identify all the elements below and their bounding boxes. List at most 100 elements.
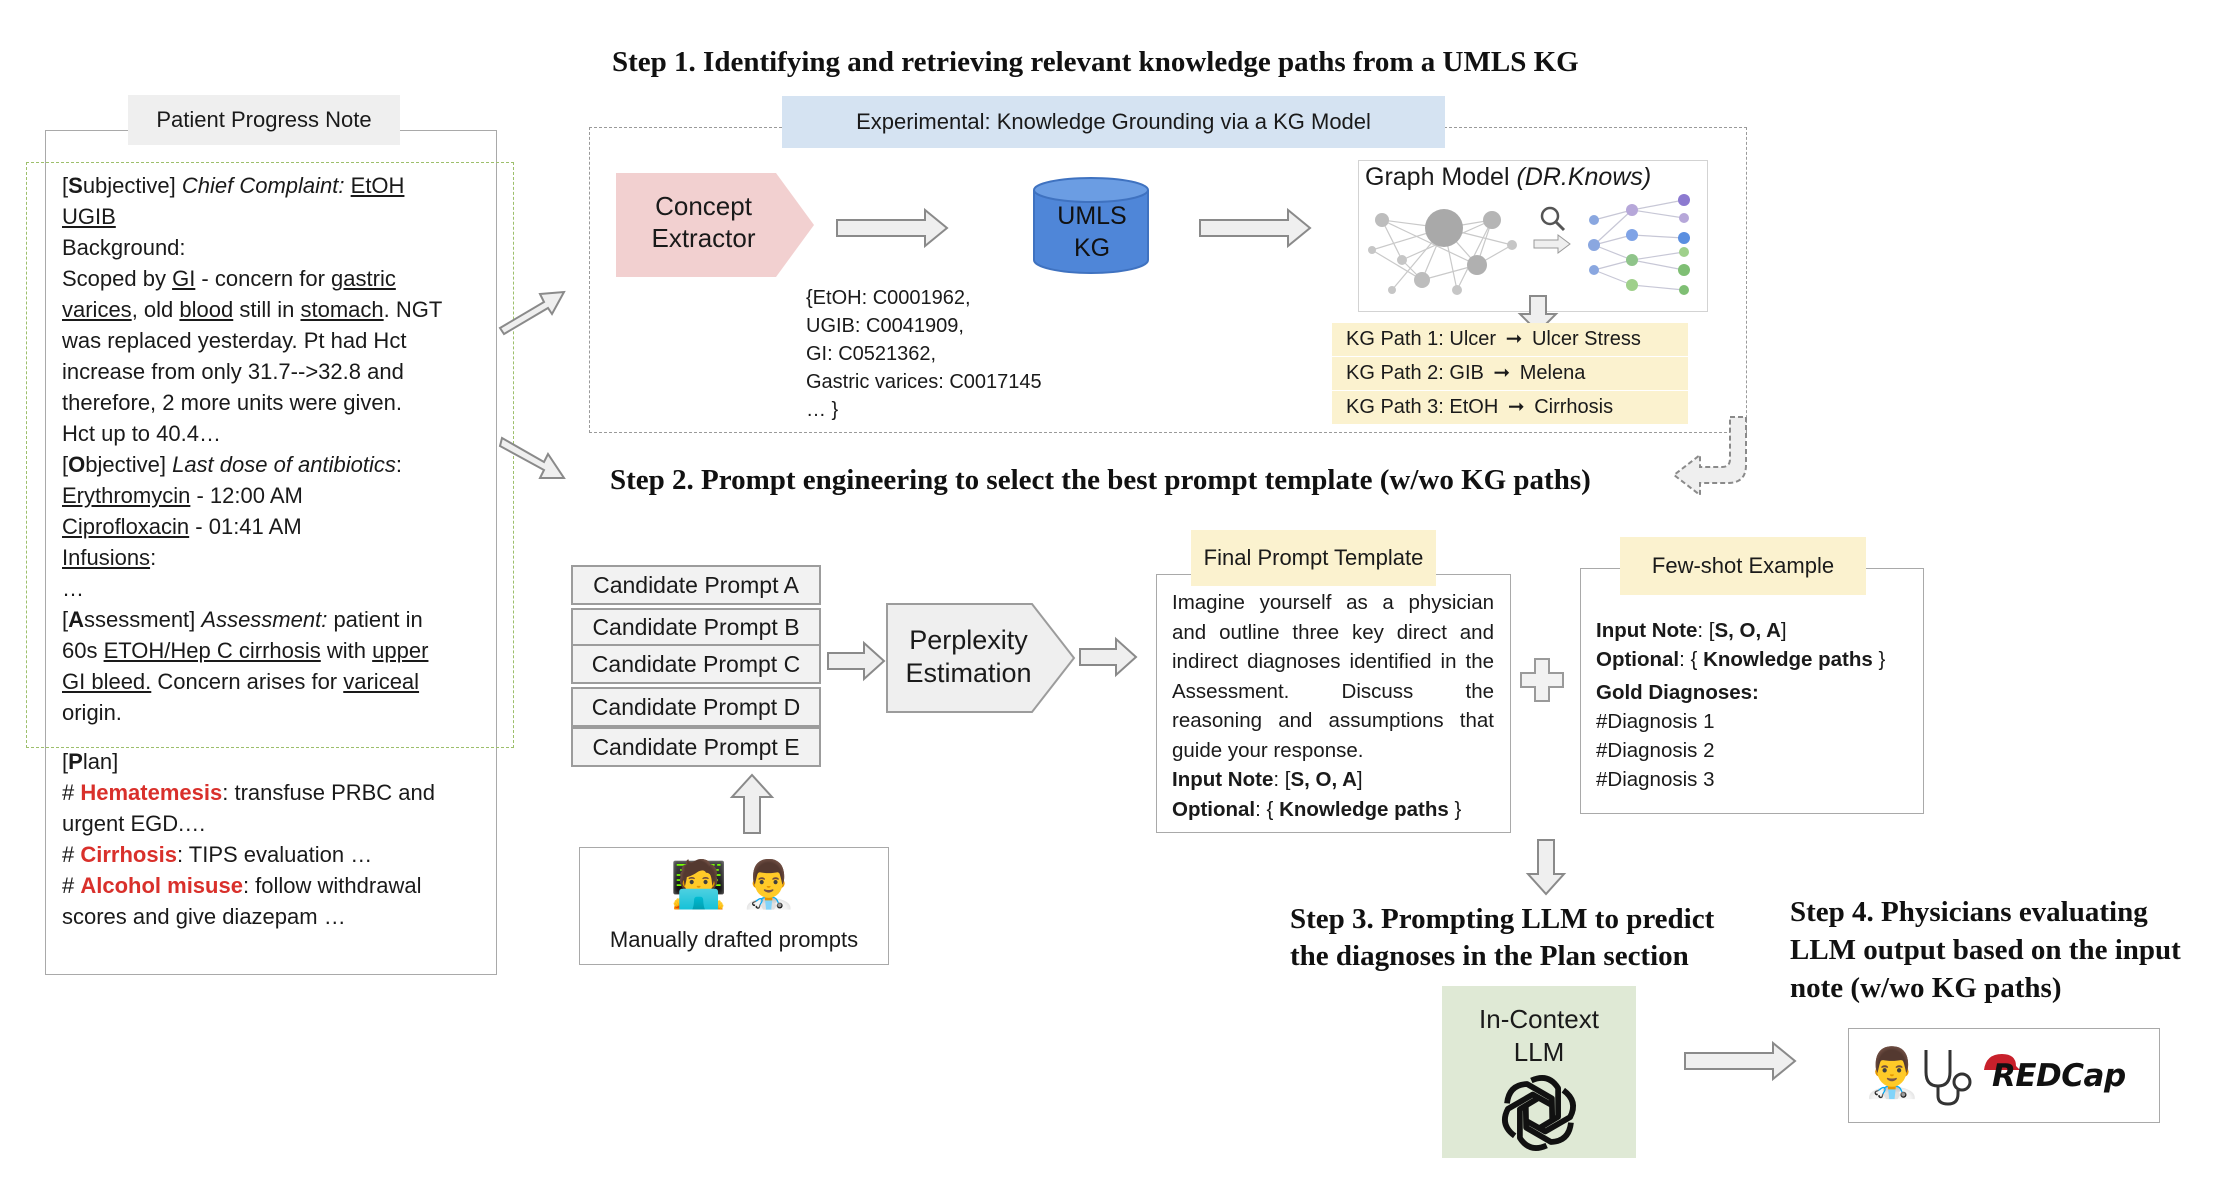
in-context-llm-label: In-Context LLM: [1442, 1003, 1636, 1069]
concept-ciprofloxacin: Ciprofloxacin: [62, 514, 190, 539]
input-note-label: Input Note: [1172, 768, 1274, 791]
concept-infusions: Infusions: [62, 545, 151, 570]
text: #: [62, 780, 81, 805]
input-note-label: Input Note: [1596, 619, 1698, 642]
arrow-llm-to-evaluation: [1684, 1040, 1797, 1082]
step1-title: Step 1. Identifying and retrieving relev…: [612, 46, 1579, 78]
concept-gi: GI: [172, 266, 196, 291]
redcap-hat-icon: [1984, 1054, 2020, 1070]
candidate-prompt-d: Candidate Prompt D: [571, 687, 821, 727]
concept-etoh-hep: ETOH/Hep C cirrhosis: [103, 638, 321, 663]
bracket: [: [62, 607, 69, 632]
gold-diagnoses-label: Gold Diagnoses:: [1596, 681, 1759, 704]
note-line: was replaced yesterday. Pt had Hct: [62, 328, 407, 353]
umls-line1: UMLS: [1057, 202, 1127, 230]
concept-variceal: variceal: [343, 669, 420, 694]
code-line: Gastric varices: C0017145: [806, 371, 1042, 393]
objective-label: bjective]: [85, 452, 173, 477]
final-template-title: Final Prompt Template: [1191, 530, 1436, 586]
template-optional: Optional: { Knowledge paths }: [1172, 797, 1462, 821]
step4-title-line2: LLM output based on the input: [1790, 934, 2181, 966]
kg-path-target: Melena: [1519, 362, 1586, 384]
plus-icon: [1520, 658, 1564, 702]
step3-title-line1: Step 3. Prompting LLM to predict: [1290, 903, 1715, 935]
note-line: urgent EGD.…: [62, 811, 207, 836]
kg-path-2: KG Path 2: GIB ➞ Melena: [1332, 357, 1688, 391]
arrow-candidates-to-perplexity: [827, 640, 886, 682]
optional-value: Knowledge paths: [1703, 648, 1873, 671]
concept-codes: {EtOH: C0001962, UGIB: C0041909, GI: C05…: [806, 284, 1042, 424]
assessment-letter: A: [68, 607, 85, 632]
arrow-extractor-to-umls: [836, 207, 949, 249]
few-shot-box: [1580, 568, 1924, 814]
assessment-label: ssessment]: [84, 607, 202, 632]
template-input-note: Input Note: [S, O, A]: [1172, 768, 1363, 791]
concept-upper: upper: [372, 638, 429, 663]
gold-diagnosis: #Diagnosis 1: [1596, 710, 1715, 733]
redcap-logo: REDCap: [1992, 1058, 2126, 1094]
text: #: [62, 842, 81, 867]
progress-note-box: [45, 130, 497, 975]
concept-extractor-label: Concept Extractor: [616, 190, 791, 254]
perplexity-label: Perplexity Estimation: [886, 624, 1051, 690]
last-dose-label: Last dose of antibiotics: [172, 452, 396, 477]
final-template-box: [1156, 574, 1511, 833]
kg-path-arrow: ➞: [1493, 362, 1511, 384]
input-note-value: S, O, A: [1290, 768, 1357, 791]
diagnosis-cirrhosis: Cirrhosis: [80, 842, 177, 867]
step4-title-line1: Step 4. Physicians evaluating: [1790, 896, 2148, 928]
concept-ugib: UGIB: [62, 204, 116, 229]
step3-title: Step 3. Prompting LLM to predict the dia…: [1290, 901, 1790, 975]
kg-path-1: KG Path 1: Ulcer ➞ Ulcer Stress: [1332, 323, 1688, 357]
evaluation-box: [1848, 1028, 2160, 1123]
text: : TIPS evaluation …: [176, 842, 373, 867]
kg-path-arrow: ➞: [1507, 396, 1525, 418]
final-template-body: Imagine yourself as a physician and outl…: [1172, 588, 1494, 824]
chief-complaint-label: Chief Complaint:: [181, 173, 345, 198]
code-line: GI: C0521362,: [806, 343, 937, 365]
code-line: UGIB: C0041909,: [806, 315, 964, 337]
kg-paths: KG Path 1: Ulcer ➞ Ulcer Stress KG Path …: [1332, 323, 1688, 424]
bracket: [: [62, 749, 69, 774]
note-line: origin.: [62, 700, 122, 725]
text: - 12:00 AM: [190, 483, 303, 508]
concept-blood: blood: [179, 297, 234, 322]
kg-path-target: Cirrhosis: [1534, 396, 1614, 418]
concept-erythromycin: Erythromycin: [62, 483, 191, 508]
few-shot-input-note: Input Note: [S, O, A]: [1596, 619, 1787, 642]
kg-path-label: KG Path 1: Ulcer: [1346, 328, 1497, 350]
graph-model-name: (DR.Knows): [1516, 163, 1652, 191]
text: Concern arises for: [151, 669, 344, 694]
text: - 01:41 AM: [189, 514, 302, 539]
plan-letter: P: [68, 749, 83, 774]
arrow-note-to-step1: [498, 290, 566, 336]
text: : follow withdrawal: [242, 873, 422, 898]
text: , old: [131, 297, 180, 322]
llm-line1: In-Context: [1479, 1004, 1599, 1034]
note-line: …: [62, 576, 84, 601]
bracket: [: [62, 173, 69, 198]
umls-kg-cylinder: [1033, 177, 1149, 274]
perplexity-line2: Estimation: [905, 658, 1032, 688]
input-note-value: S, O, A: [1714, 619, 1781, 642]
concept-extractor-line1: Concept: [655, 191, 752, 221]
text: #: [62, 873, 81, 898]
perplexity-line1: Perplexity: [909, 625, 1028, 655]
step4-title: Step 4. Physicians evaluating LLM output…: [1790, 893, 2220, 1007]
text: - concern for: [195, 266, 332, 291]
optional-value: Knowledge paths: [1279, 797, 1449, 821]
bracket: [: [62, 452, 69, 477]
step2-title: Step 2. Prompt engineering to select the…: [610, 464, 1591, 496]
concept-stomach: stomach: [300, 297, 384, 322]
kg-path-arrow: ➞: [1505, 328, 1523, 350]
step4-title-line3: note (w/wo KG paths): [1790, 972, 2062, 1004]
concept-etoh: EtOH: [350, 173, 405, 198]
text: . NGT: [383, 297, 443, 322]
template-instruction: Imagine yourself as a physician and outl…: [1172, 591, 1494, 762]
background-label: Background:: [62, 235, 186, 260]
step3-title-line2: the diagnoses in the Plan section: [1290, 940, 1689, 972]
stethoscope-icon: [1924, 1050, 1972, 1106]
note-line: Hct up to 40.4…: [62, 421, 221, 446]
arrow-perplexity-to-template: [1079, 636, 1138, 678]
openai-logo-icon: [1502, 1075, 1576, 1151]
